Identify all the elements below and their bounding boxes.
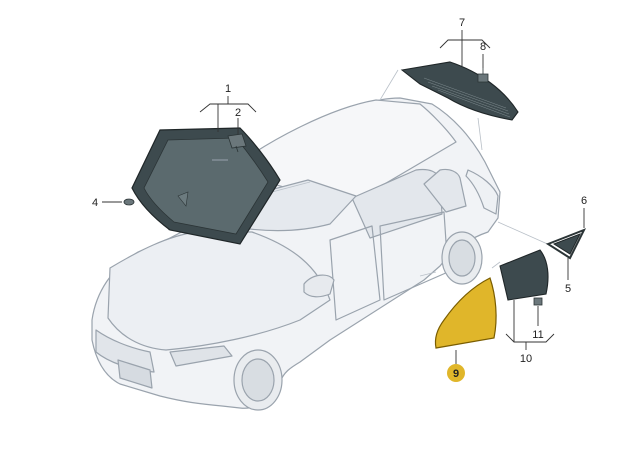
callout-5: 5 bbox=[565, 283, 571, 295]
callout-11: 11 bbox=[532, 329, 543, 341]
callout-1: 1 bbox=[225, 83, 231, 95]
callout-6: 6 bbox=[581, 195, 587, 207]
retainer-clip-icon bbox=[124, 199, 134, 205]
bolt-icon-2 bbox=[534, 298, 542, 305]
callout-9: 9 bbox=[453, 368, 459, 380]
rear-door-window bbox=[500, 250, 548, 300]
callout-4: 4 bbox=[92, 197, 98, 209]
bolt-icon bbox=[478, 68, 488, 82]
callout-10: 10 bbox=[520, 353, 532, 365]
callout-8: 8 bbox=[480, 41, 486, 53]
callout-7: 7 bbox=[459, 17, 465, 29]
front-door-window bbox=[435, 278, 496, 348]
callout-2: 2 bbox=[235, 107, 241, 119]
